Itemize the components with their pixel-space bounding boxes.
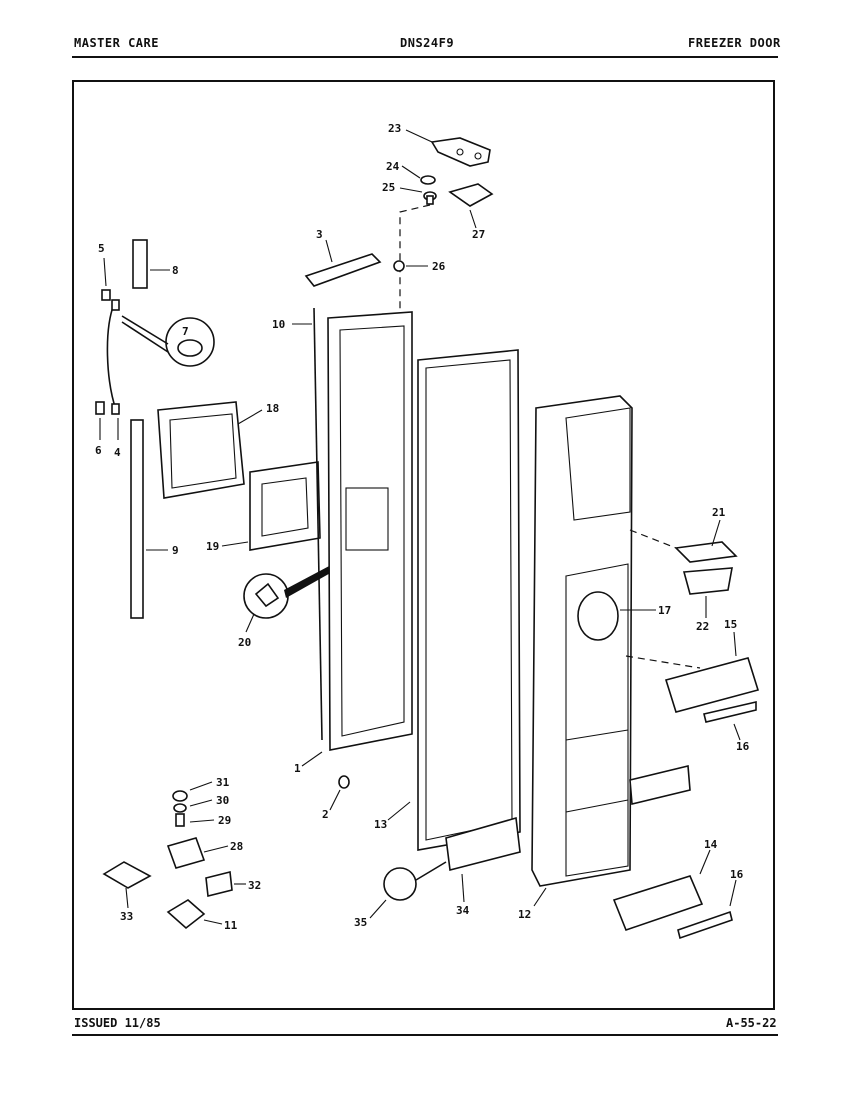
callout-12: 12	[518, 908, 531, 921]
door-liner-part	[327, 311, 413, 751]
callout-26: 26	[432, 260, 446, 273]
callout-27: 27	[472, 228, 485, 241]
brand-header: MASTER CARE	[74, 36, 159, 50]
detail-circle-7	[121, 315, 215, 367]
callout-28: 28	[230, 840, 243, 853]
gasket-frame-part	[249, 461, 321, 551]
callout-24: 24	[386, 160, 400, 173]
callout-16-upper: 16	[736, 740, 750, 753]
bracket-part	[205, 871, 233, 897]
callout-14: 14	[704, 838, 718, 851]
callout-23: 23	[388, 122, 401, 135]
page-code: A-55-22	[726, 1016, 777, 1030]
handle-cap-part	[304, 253, 382, 287]
callout-5: 5	[98, 242, 105, 255]
hardware-stack-part	[172, 790, 188, 827]
trim-rod	[313, 307, 323, 741]
callout-32: 32	[248, 879, 261, 892]
callout-34: 34	[456, 904, 470, 917]
callout-16-lower: 16	[730, 868, 744, 881]
callout-7: 7	[182, 325, 189, 338]
callout-31: 31	[216, 776, 230, 789]
issue-date: ISSUED 11/85	[74, 1016, 161, 1030]
bushing-part	[393, 260, 405, 272]
plug-part	[338, 775, 350, 789]
door-panel-part	[531, 395, 633, 887]
model-number: DNS24F9	[400, 36, 455, 50]
diagram-frame	[72, 80, 775, 1010]
upper-hinge-part	[430, 137, 491, 167]
footer-rule	[72, 1034, 778, 1036]
ice-chute-part	[629, 529, 738, 595]
hinge-axis-line	[399, 204, 431, 320]
washer-part	[420, 175, 437, 205]
callout-9: 9	[172, 544, 179, 557]
callout-19: 19	[206, 540, 219, 553]
callout-30: 30	[216, 794, 229, 807]
callout-labels: 23 24 25 27 26 3 8 5 7 10 18 6 4 9 19 20…	[95, 122, 750, 932]
callout-8: 8	[172, 264, 179, 277]
callout-21: 21	[712, 506, 726, 519]
connector-lower	[95, 401, 105, 415]
callout-2: 2	[322, 808, 329, 821]
door-gasket-part	[417, 349, 521, 851]
callout-18: 18	[266, 402, 279, 415]
callout-22: 22	[696, 620, 709, 633]
callout-17: 17	[658, 604, 671, 617]
door-bin-lower	[612, 875, 733, 940]
trim-strip-upper	[132, 239, 148, 289]
callout-13: 13	[374, 818, 387, 831]
callout-35: 35	[354, 916, 367, 929]
lower-hinge-part	[166, 837, 206, 869]
section-title: FREEZER DOOR	[688, 36, 781, 50]
dispenser-housing-part	[157, 401, 245, 499]
door-bin-upper	[625, 655, 760, 723]
callout-29: 29	[218, 814, 231, 827]
hinge-plate-part	[448, 183, 494, 207]
hinge-cover-part	[166, 899, 206, 930]
callout-10: 10	[272, 318, 285, 331]
callout-33: 33	[120, 910, 133, 923]
header-rule	[72, 56, 778, 58]
control-panel-part	[383, 765, 691, 901]
callout-20: 20	[238, 636, 251, 649]
leader-lines	[99, 129, 741, 925]
callout-6: 6	[95, 444, 102, 457]
callout-15: 15	[724, 618, 737, 631]
callout-4: 4	[114, 446, 121, 459]
callout-1: 1	[294, 762, 301, 775]
callout-11: 11	[224, 919, 238, 932]
trim-strip-lower	[130, 419, 144, 619]
lower-hinge-plate-part	[102, 861, 152, 889]
wire-harness	[106, 303, 117, 411]
connector-upper	[101, 289, 111, 301]
callout-3: 3	[316, 228, 323, 241]
callout-25: 25	[382, 181, 395, 194]
